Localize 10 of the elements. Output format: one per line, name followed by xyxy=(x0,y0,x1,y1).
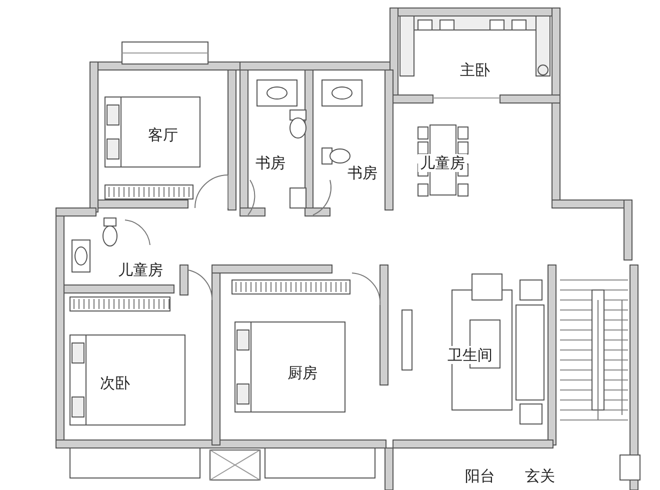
room-label: 厨房 xyxy=(286,364,320,382)
room-label: 儿童房 xyxy=(418,154,467,172)
room-label: 主卧 xyxy=(458,61,492,79)
room-label: 次卧 xyxy=(98,374,132,392)
room-label: 客厅 xyxy=(146,126,180,144)
room-label: 书房 xyxy=(346,164,380,182)
room-label: 儿童房 xyxy=(116,261,165,279)
room-label: 卫生间 xyxy=(446,346,494,364)
room-label: 书房 xyxy=(254,154,288,172)
room-label: 玄关 xyxy=(523,467,557,485)
